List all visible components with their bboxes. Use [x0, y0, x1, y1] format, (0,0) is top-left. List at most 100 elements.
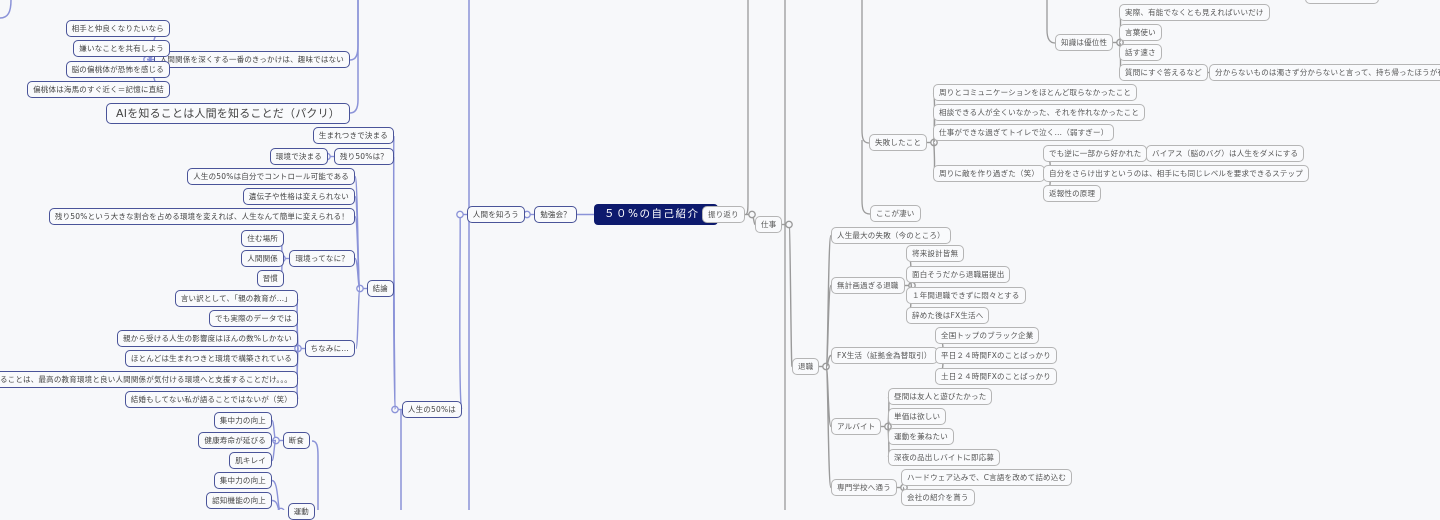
connector — [354, 215, 361, 290]
node-review[interactable]: 振り返り — [702, 206, 745, 223]
connector-offscreen — [745, 0, 749, 215]
node[interactable]: 集中力の向上 — [213, 472, 272, 489]
node[interactable]: 単価は欲しい — [888, 408, 947, 425]
node[interactable]: 認知機能の向上 — [206, 492, 272, 509]
node[interactable]: 深夜の品出しバイトに即応募 — [888, 449, 1001, 466]
node[interactable]: 生まれつきで決まる — [312, 127, 394, 144]
node[interactable]: 将来設計皆無 — [906, 245, 965, 262]
connector-offscreen — [349, 0, 359, 61]
node[interactable]: 平日２４時間FXのことばっかり — [935, 347, 1057, 364]
node[interactable]: 話す速さ — [1119, 44, 1162, 61]
node[interactable]: でも逆に一部から好かれた — [1043, 145, 1148, 162]
collapse-toggle-icon[interactable] — [456, 210, 464, 219]
node[interactable]: 言葉使い — [1119, 24, 1162, 41]
node[interactable]: 返報性の原理 — [1043, 185, 1102, 202]
node[interactable]: 言い訳として、「親の教育が…」 — [174, 290, 298, 307]
node[interactable]: アルバイト — [831, 418, 882, 435]
node-fasting[interactable]: 断食 — [282, 432, 310, 449]
node[interactable]: でも実際のデータでは — [209, 310, 298, 327]
connector — [354, 195, 361, 290]
node[interactable]: 面白そうだから退職届提出 — [906, 266, 1011, 283]
node[interactable]: 遺伝子や性格は変えられない — [242, 188, 355, 205]
node-know-humans[interactable]: 人間を知ろう — [466, 206, 525, 223]
node[interactable]: 親としてできることは、最高の教育環境と良い人間関係が気付ける環境へと支援すること… — [0, 371, 298, 388]
connector-offscreen — [861, 0, 870, 144]
node[interactable]: 質問にすぐ答えるなど — [1119, 64, 1208, 81]
node[interactable]: 脳の偏桃体が恐怖を感じる — [65, 61, 170, 78]
root-node[interactable]: ５０%の自己紹介 — [594, 204, 719, 225]
node[interactable]: 運動を兼ねたい — [888, 428, 954, 445]
node[interactable]: 集中力の向上 — [213, 412, 272, 429]
node[interactable]: 分からないものは濁さず分からないと言って、持ち帰ったほうが有能！ — [1209, 64, 1440, 81]
node[interactable]: １年間退職できずに悶々とする — [906, 287, 1026, 304]
node-work[interactable]: 仕事 — [755, 216, 783, 233]
collapse-toggle-icon[interactable] — [272, 436, 280, 445]
connector-offscreen — [311, 440, 319, 510]
node[interactable]: 人生の50%は自分でコントロール可能である — [187, 168, 355, 185]
node[interactable]: 周りに敵を作り過ぎた（笑） — [933, 165, 1046, 182]
node[interactable]: 親から受ける人生の影響度はほんの数%しかない — [116, 330, 298, 347]
node-knowledge[interactable]: 知識は優位性 — [1055, 34, 1114, 51]
node[interactable]: 残り50%は？ — [333, 148, 394, 165]
node-strengths[interactable]: ここが凄い — [870, 205, 921, 222]
node[interactable]: 偏桃体は海馬のすぐ近く＝記憶に直結 — [27, 81, 170, 98]
node[interactable]: 結婚もしてない私が語ることではないが（笑） — [124, 391, 298, 408]
node[interactable]: 残り50%という大きな割合を占める環境を変えれば、人生なんて簡単に変えられる！ — [48, 208, 355, 225]
collapse-toggle-icon[interactable] — [391, 405, 399, 414]
node[interactable]: 仕事ができな過ぎてトイレで泣く…（弱すぎー） — [933, 124, 1115, 141]
node[interactable]: ちなみに… — [304, 340, 355, 357]
node[interactable]: 周りとコミュニケーションをほとんど取らなかったこと — [933, 84, 1138, 101]
collapse-toggle-icon[interactable] — [356, 284, 364, 293]
node[interactable]: 嫌いなことを共有しよう — [73, 40, 170, 57]
node-ai-quote[interactable]: AIを知ることは人間を知ることだ（パクリ） — [106, 103, 350, 124]
node[interactable]: 相手と仲良くなりたいなら — [65, 20, 170, 37]
node[interactable]: 実際、有能でなくとも見えればいいだけ — [1119, 4, 1270, 21]
node[interactable]: バイアス（脳のバグ）は人生をダメにする — [1146, 145, 1305, 162]
node[interactable]: 無計画過ぎる退職 — [831, 277, 905, 294]
connector-offscreen — [0, 0, 12, 19]
node[interactable]: ハードウェア込みで、C言語を改めて詰め込む — [901, 469, 1073, 486]
node-life-50[interactable]: 人生の50%は — [401, 401, 462, 418]
node[interactable]: 肌キレイ — [229, 452, 272, 469]
root-label: ５０%の自己紹介 — [604, 208, 700, 220]
collapse-toggle-icon[interactable] — [822, 362, 830, 371]
node[interactable]: 健康寿命が延びる — [198, 432, 272, 449]
node-failures[interactable]: 失敗したこと — [869, 134, 928, 151]
node-conclusion[interactable]: 結論 — [366, 280, 394, 297]
node-retirement[interactable]: 退職 — [792, 358, 820, 375]
node[interactable]: 環境で決まる — [269, 148, 328, 165]
node-hobby[interactable]: 人間関係を深くする一番のきっかけは、趣味ではない — [153, 51, 350, 68]
connector — [354, 175, 361, 290]
node[interactable]: 会社の紹介を貰う — [901, 489, 975, 506]
node[interactable]: 相談できる人が全くいなかった、それを作れなかったこと — [933, 104, 1146, 121]
collapse-toggle-icon[interactable] — [748, 210, 756, 219]
collapse-toggle-icon[interactable] — [785, 220, 793, 229]
connector — [271, 479, 281, 510]
offscreen-node[interactable] — [1305, 0, 1379, 4]
connector — [392, 287, 396, 411]
connector — [459, 213, 463, 411]
connector — [271, 439, 277, 462]
node[interactable]: 人生最大の失敗（今のところ） — [831, 227, 951, 244]
connector — [788, 223, 793, 368]
node[interactable]: 専門学校へ通う — [831, 479, 897, 496]
node[interactable]: 土日２４時間FXのことばっかり — [935, 368, 1057, 385]
node[interactable]: FX生活（証拠金為替取引） — [831, 347, 938, 364]
node[interactable]: 習慣 — [256, 270, 284, 287]
node[interactable]: 自分をさらけ出すというのは、相手にも同じレベルを要求できるステップ — [1043, 165, 1309, 182]
connector — [271, 419, 277, 442]
connector — [355, 287, 361, 350]
connector — [392, 134, 396, 411]
node[interactable]: 人間関係 — [241, 250, 284, 267]
connector-offscreen — [349, 0, 359, 114]
node[interactable]: 全国トップのブラック企業 — [935, 327, 1040, 344]
connector-offscreen — [861, 140, 871, 215]
node[interactable]: 住む場所 — [241, 230, 284, 247]
node[interactable]: 辞めた後はFX生活へ — [906, 307, 990, 324]
node-exercise[interactable]: 運動 — [287, 503, 315, 520]
node[interactable]: 昼間は友人と遊びたかった — [888, 388, 993, 405]
node[interactable]: ほとんどは生まれつきと環境で構築されている — [124, 350, 298, 367]
node[interactable]: 環境ってなに？ — [289, 250, 355, 267]
node-study[interactable]: 勉強会？ — [534, 206, 577, 223]
